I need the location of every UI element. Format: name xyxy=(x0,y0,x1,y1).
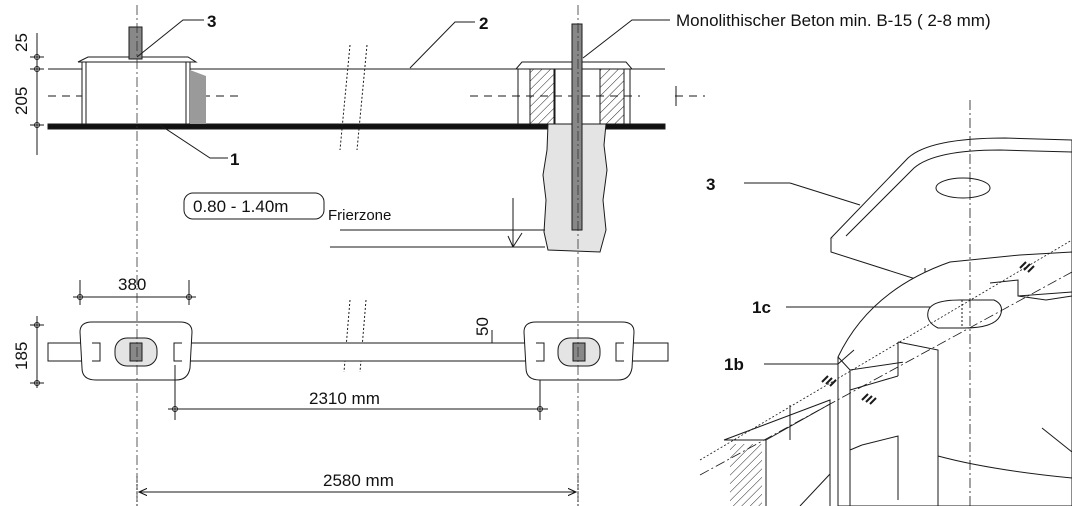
block-width-dim: 380 xyxy=(118,275,146,294)
part-2-label: 2 xyxy=(479,14,488,33)
body-height-dim: 205 xyxy=(12,87,31,115)
part-1-label: 1 xyxy=(230,150,239,169)
block-depth-dim: 185 xyxy=(12,342,31,370)
part-1b-label: 1b xyxy=(724,355,744,374)
frost-zone-depth: 0.80 - 1.40m xyxy=(193,197,288,216)
post-offset-dim: 50 xyxy=(473,317,492,336)
plan-view xyxy=(30,280,669,506)
frost-zone-depth-box xyxy=(183,192,325,220)
part-3-iso-label: 3 xyxy=(706,175,715,194)
section-view xyxy=(30,19,705,373)
concrete-note: Monolithischer Beton min. B-15 ( 2-8 mm) xyxy=(676,11,991,30)
part-3-label: 3 xyxy=(207,12,216,31)
part-1c-label: 1c xyxy=(752,298,771,317)
inner-span-dim: 2310 mm xyxy=(309,389,380,408)
isometric-view xyxy=(699,100,1072,506)
cap-height-dim: 25 xyxy=(12,33,31,52)
post-spacing-dim: 2580 mm xyxy=(323,471,394,490)
frost-zone-label: Frierzone xyxy=(328,207,391,224)
